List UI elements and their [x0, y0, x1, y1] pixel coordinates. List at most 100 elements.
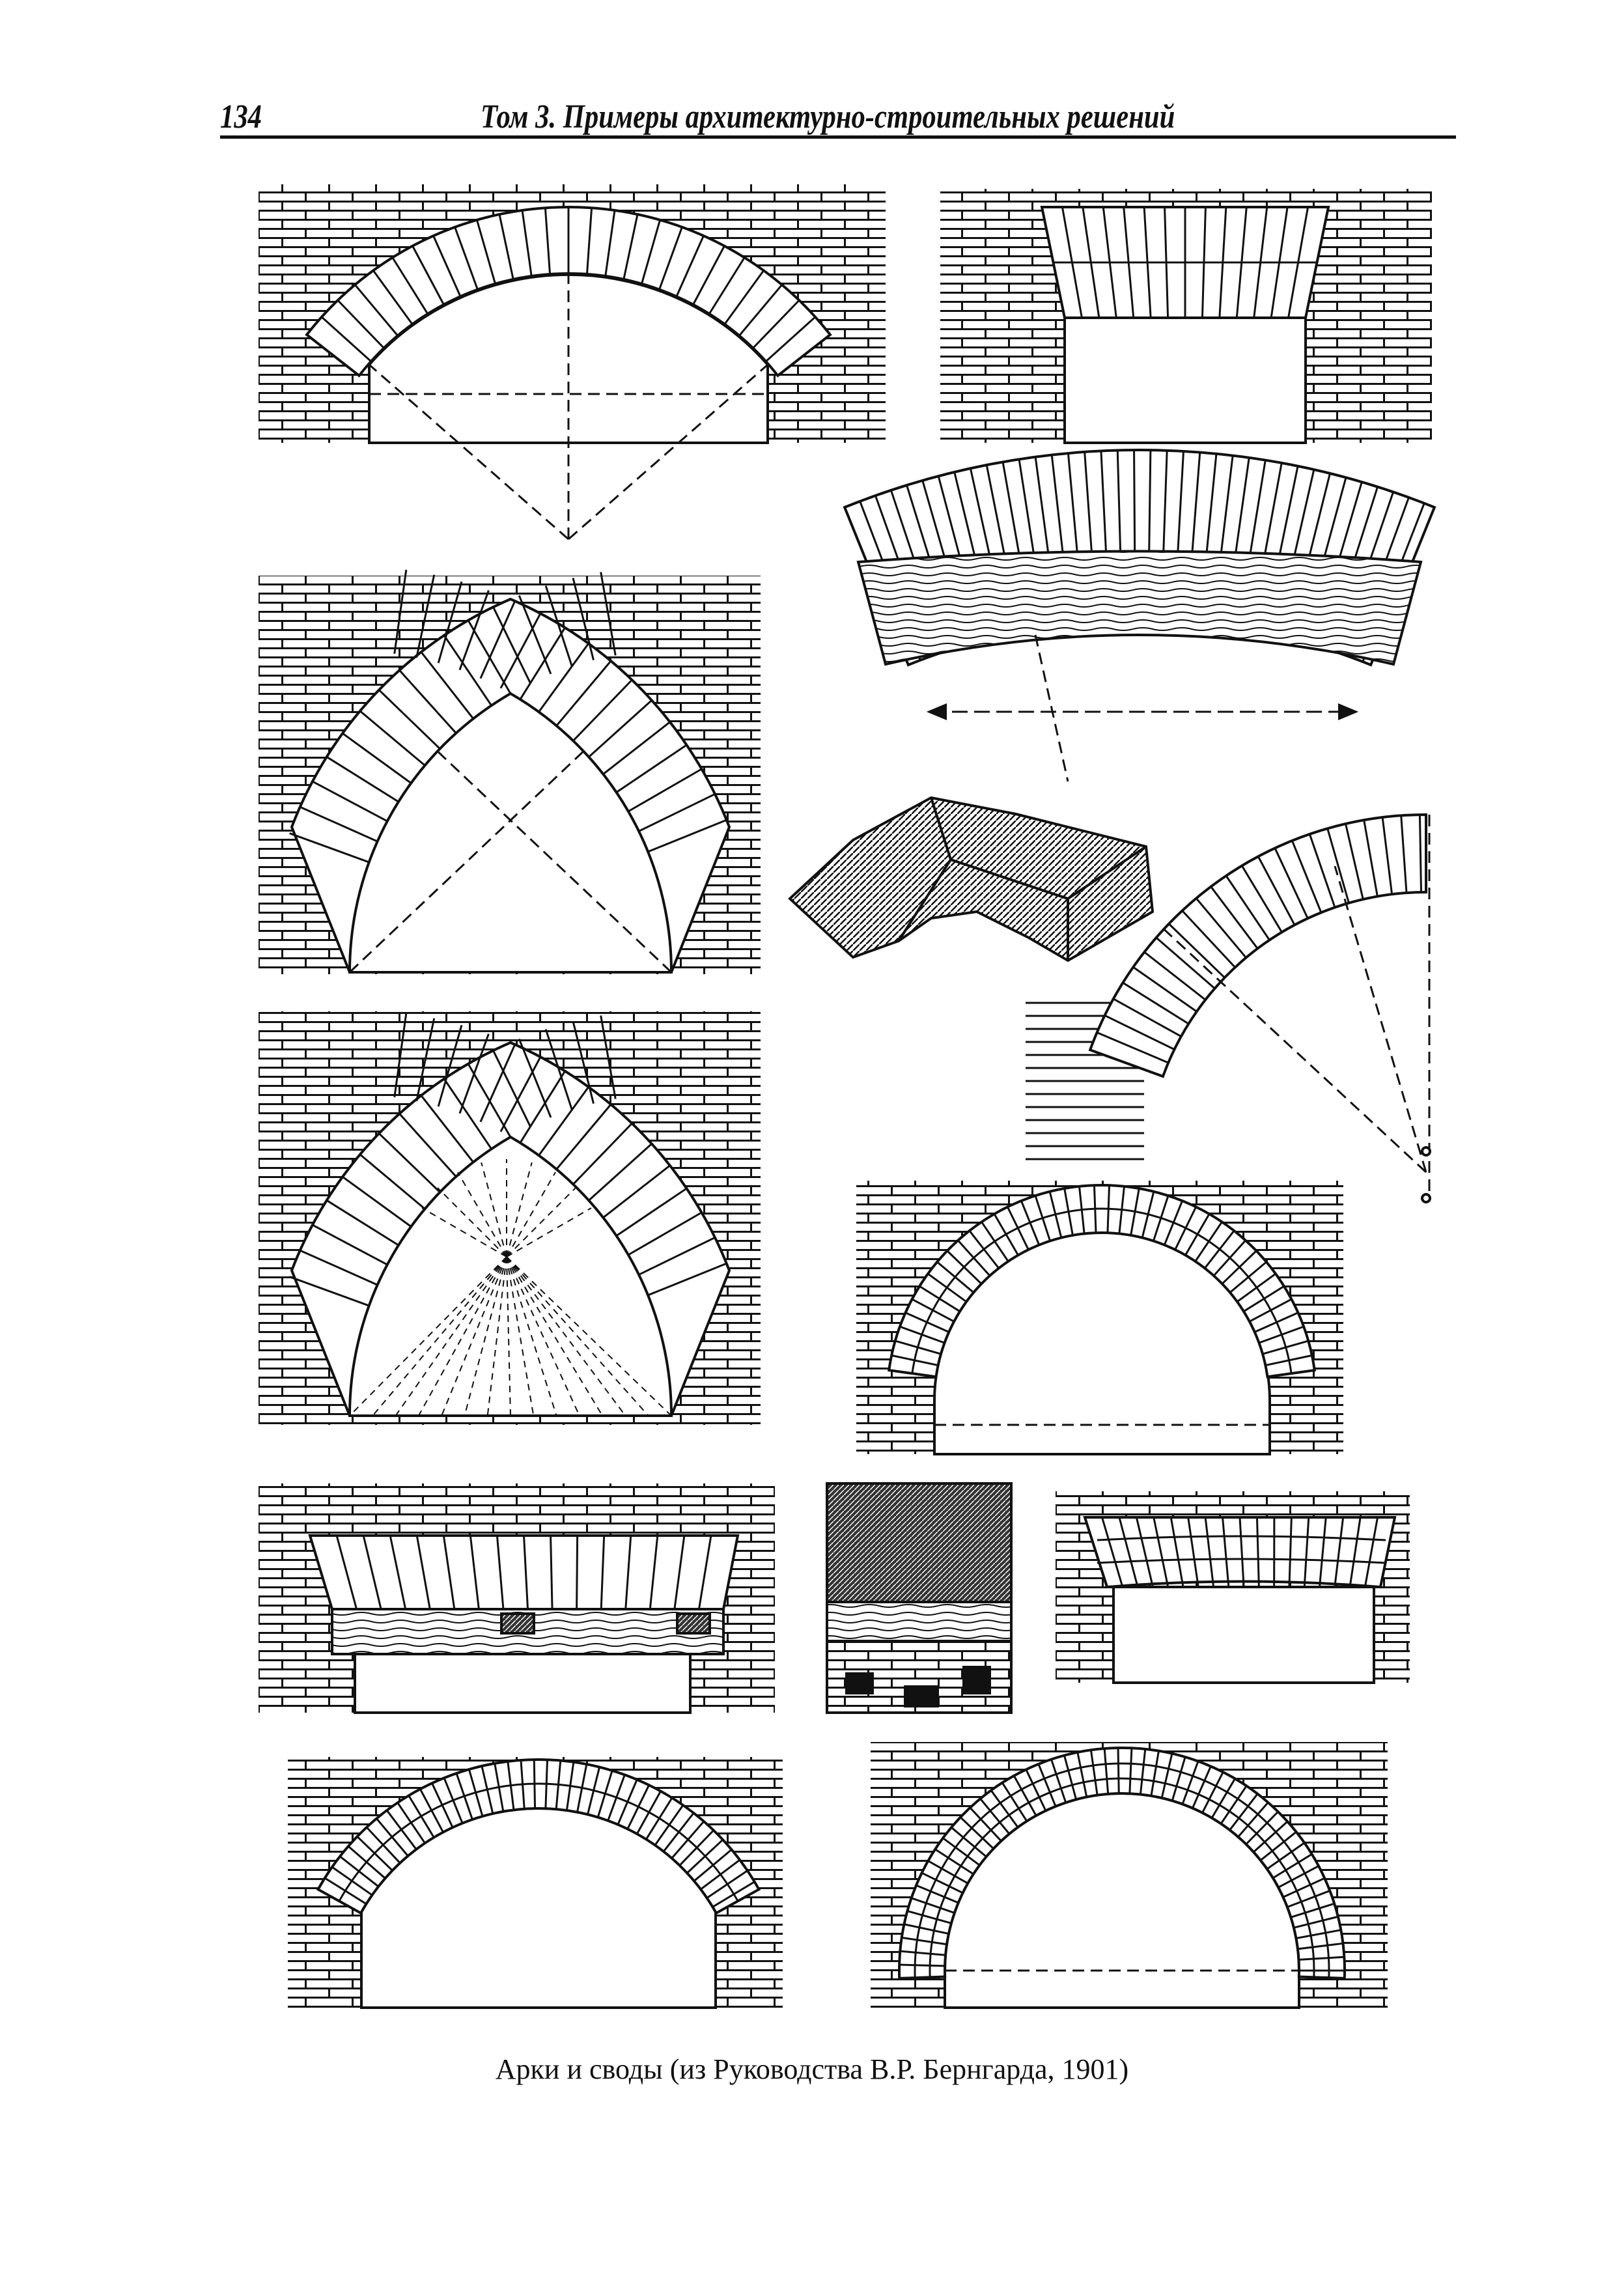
- voussoir-joint: [1267, 1369, 1315, 1378]
- radiating-line: [506, 1256, 580, 1416]
- voussoir-joint: [1400, 815, 1408, 893]
- radiating-line: [506, 1256, 672, 1416]
- voussoir-joint: [1257, 856, 1296, 926]
- voussoir-joint: [585, 208, 593, 275]
- arch-opening: [348, 1135, 673, 1417]
- voussoir-joint: [1041, 206, 1066, 318]
- voussoir-joint: [641, 219, 662, 285]
- voussoir-joint: [738, 284, 783, 337]
- voussoir-joint: [1326, 828, 1350, 904]
- voussoir-joint: [604, 210, 616, 277]
- voussoir-joint: [1287, 1890, 1330, 1908]
- figure-section: [826, 1482, 1013, 1714]
- arch-opening: [354, 1653, 692, 1714]
- voussoir-joint: [927, 1860, 969, 1885]
- voussoir-joint: [1253, 1821, 1289, 1853]
- voussoir-joint: [1160, 1753, 1173, 1799]
- voussoir-joint: [1293, 1915, 1339, 1929]
- construction-line: [1158, 923, 1427, 1173]
- voussoir-joint: [354, 284, 399, 337]
- arch-ring-course: [929, 1777, 1315, 1978]
- voussoir-joint: [1278, 1865, 1319, 1889]
- voussoir-joint: [1211, 1778, 1236, 1819]
- voussoir-joint: [1272, 1853, 1313, 1879]
- radiating-line: [506, 1256, 649, 1416]
- voussoir-joint: [1225, 875, 1270, 941]
- figure-voussoir-block: [788, 796, 1155, 962]
- voussoir-joint: [1240, 865, 1283, 933]
- voussoir-joint: [1201, 1771, 1224, 1814]
- voussoir-joint: [1103, 1748, 1110, 1794]
- arch-opening: [1112, 1586, 1375, 1684]
- voussoir-joint: [1181, 910, 1236, 968]
- construction-line: [1034, 634, 1069, 782]
- voussoir-joint: [959, 1816, 994, 1849]
- voussoir-joint: [1076, 1752, 1088, 1797]
- voussoir-joint: [1274, 847, 1309, 919]
- voussoir-joint: [1192, 1765, 1212, 1809]
- voussoir-joint: [1210, 886, 1259, 949]
- voussoir-joint: [889, 1369, 936, 1378]
- radiating-line: [395, 1256, 507, 1416]
- radiating-line: [506, 1256, 626, 1416]
- arch-ring: [316, 1758, 761, 1915]
- voussoir-joint: [765, 316, 817, 363]
- voussoir-joint: [412, 245, 445, 305]
- arch-ring: [305, 205, 832, 378]
- voussoir-joint: [990, 1790, 1019, 1828]
- radiating-line: [486, 1256, 507, 1416]
- arch-ring-course: [911, 1207, 1293, 1374]
- voussoir-joint: [1113, 998, 1182, 1037]
- voussoir-joint: [723, 270, 764, 325]
- radiating-line: [464, 1256, 507, 1416]
- voussoir-joint: [1050, 1759, 1067, 1803]
- voussoir-joint: [1259, 1831, 1297, 1861]
- voussoir-joint: [1296, 1929, 1341, 1939]
- voussoir-joint: [1089, 1048, 1164, 1078]
- voussoir-joint: [942, 1837, 981, 1866]
- voussoir-joint: [1195, 897, 1247, 959]
- voussoir-joint: [1155, 936, 1216, 990]
- voussoir-joint: [907, 1910, 952, 1924]
- voussoir-joint: [454, 227, 479, 290]
- voussoir-joint: [1150, 1750, 1160, 1796]
- page-number: 134: [220, 98, 262, 135]
- voussoir-joint: [1128, 1748, 1133, 1794]
- voussoir-joint: [692, 245, 725, 305]
- voussoir-joint: [1220, 1785, 1248, 1825]
- figure-segmental-arch: [288, 1757, 783, 2009]
- voussoir-joint: [951, 1827, 987, 1858]
- voussoir-joint: [934, 1848, 974, 1875]
- voussoir-joint: [391, 257, 429, 315]
- voussoir-joint: [372, 270, 413, 325]
- voussoir-joint: [1132, 966, 1197, 1013]
- voussoir-joint: [432, 235, 462, 297]
- voussoir-joint: [1266, 1842, 1306, 1870]
- voussoir-joint: [1363, 820, 1379, 897]
- running-title: Том 3. Примеры архитектурно-строительных…: [481, 98, 1175, 135]
- arch-opening: [348, 692, 673, 974]
- voussoir-joint: [899, 1963, 945, 1967]
- voussoir-joint: [1168, 923, 1225, 979]
- voussoir-joint: [1381, 817, 1393, 895]
- voussoir-joint: [1063, 1755, 1078, 1800]
- voussoir-joint: [1229, 1793, 1259, 1831]
- voussoir-joint: [498, 214, 514, 280]
- voussoir-joint: [1104, 1014, 1175, 1050]
- construction-line: [1334, 865, 1427, 1173]
- figure-pointed-arch-radiating: [259, 1011, 761, 1425]
- voussoir-joint: [708, 257, 746, 315]
- radiating-line: [506, 1256, 557, 1416]
- voussoir-joint: [1001, 1782, 1028, 1822]
- voussoir-joint: [1139, 1748, 1147, 1795]
- voussoir-joint: [623, 214, 639, 280]
- voussoir-joint: [1089, 1750, 1099, 1795]
- arch-opening: [1063, 316, 1307, 444]
- figure-flat-arch: [940, 189, 1432, 444]
- voussoir-joint: [306, 333, 360, 376]
- voussoir-joint: [1245, 1811, 1279, 1846]
- voussoir-joint: [1308, 834, 1336, 908]
- voussoir-joint: [1013, 1775, 1037, 1816]
- voussoir-joint: [1304, 206, 1330, 318]
